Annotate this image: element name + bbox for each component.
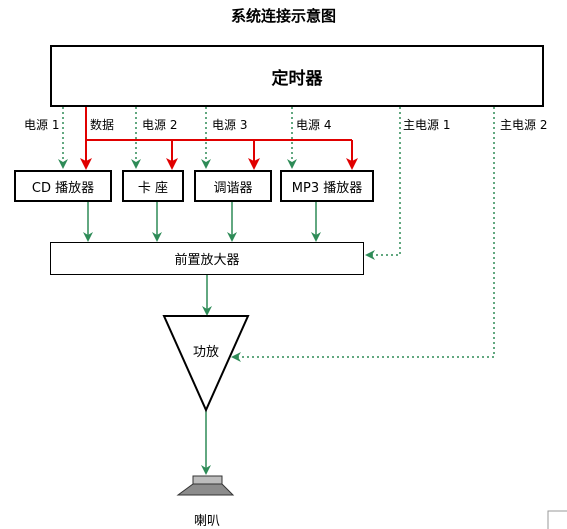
power2-label: 电源 2 [142, 118, 178, 132]
mp3-player-label: MP3 播放器 [291, 180, 363, 196]
cd-player-label: CD 播放器 [31, 180, 95, 196]
cassette-deck-box: 卡 座 [122, 170, 184, 202]
speaker-icon [176, 475, 235, 496]
timer-box: 定时器 [50, 45, 544, 107]
power1-label: 电源 1 [24, 118, 60, 132]
main-power2-line [231, 107, 495, 362]
preamp-box: 前置放大器 [50, 242, 364, 275]
corner-mark-right [547, 510, 567, 529]
power3-label: 电源 3 [212, 118, 248, 132]
main-power1-line [365, 107, 401, 260]
preamp-label: 前置放大器 [174, 253, 240, 268]
tuner-box: 调谐器 [194, 170, 272, 202]
tuner-label: 调谐器 [213, 180, 253, 196]
amplifier-triangle [162, 315, 250, 413]
data-label: 数据 [90, 118, 115, 132]
main-power2-label: 主电源 2 [500, 118, 548, 132]
mp3-player-box: MP3 播放器 [280, 170, 374, 202]
power4-label: 电源 4 [296, 118, 332, 132]
amplifier-label: 功放 [193, 345, 220, 360]
timer-label: 定时器 [271, 68, 323, 89]
diagram-title: 系统连接示意图 [230, 7, 336, 25]
cd-player-box: CD 播放器 [14, 170, 112, 202]
cassette-deck-label: 卡 座 [137, 180, 169, 196]
main-power1-label: 主电源 1 [403, 118, 451, 132]
speaker-label: 喇叭 [194, 514, 221, 529]
